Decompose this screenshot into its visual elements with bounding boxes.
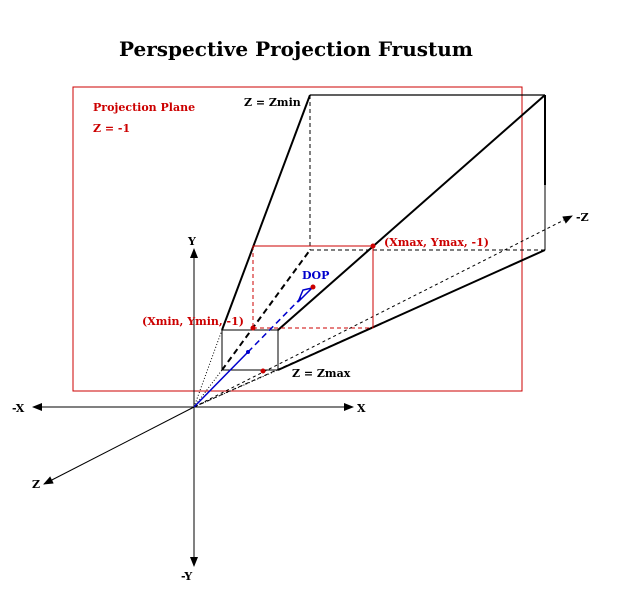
axes — [32, 215, 573, 567]
neg-z-axis-label: -Z — [576, 211, 589, 224]
frustum-far-face — [309, 94, 546, 251]
frustum-near-face — [221, 329, 279, 371]
zmax-point — [260, 368, 266, 374]
window-rect — [252, 245, 374, 329]
x-axis-label: X — [357, 402, 366, 415]
projection-plane-label: Projection Plane — [93, 101, 195, 114]
projection-plane-rect — [72, 86, 523, 392]
dop-vector — [193, 284, 316, 408]
max-corner-label: (Xmax, Ymax, -1) — [384, 236, 489, 249]
z-axis-label: Z — [32, 478, 40, 491]
z-axis-negative — [193, 215, 573, 408]
neg-x-axis-label: -X — [12, 402, 25, 415]
min-corner-label: (Xmin, Ymin, -1) — [142, 315, 244, 328]
zmin-label: Z = Zmin — [244, 96, 301, 109]
diagram-title: Perspective Projection Frustum — [119, 37, 473, 61]
neg-y-axis-label: -Y — [181, 570, 192, 583]
dop-label: DOP — [302, 269, 329, 282]
min-corner-point — [250, 325, 256, 331]
max-corner-point — [370, 243, 376, 249]
y-axis-label: Y — [187, 235, 196, 248]
zmax-label: Z = Zmax — [292, 367, 351, 380]
z-axis-positive — [43, 406, 195, 485]
projection-plane-z-label: Z = -1 — [93, 122, 130, 135]
frustum-edges — [221, 94, 546, 371]
